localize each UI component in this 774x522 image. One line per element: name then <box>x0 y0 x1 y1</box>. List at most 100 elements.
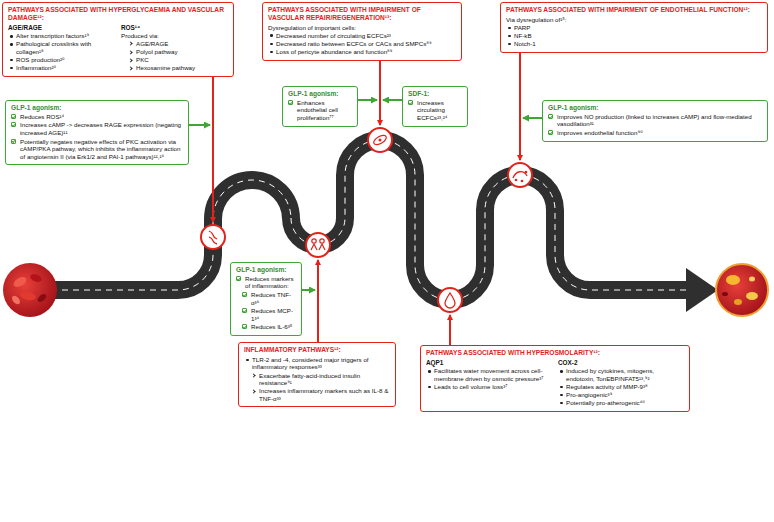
road-icons <box>201 128 532 312</box>
blood-cell <box>12 275 28 289</box>
bullet <box>428 370 431 373</box>
item-text: Reduces ROS¹⁴ <box>20 113 64 120</box>
column: AQP1Facilitates water movement across ce… <box>426 359 552 407</box>
agonism-arrow <box>523 117 542 119</box>
pathway-line <box>317 260 319 352</box>
healthy-vessel <box>3 263 57 317</box>
icon-glyph <box>311 244 325 250</box>
agonism-heading: GLP-1 agonism: <box>236 266 296 274</box>
pathway-box: PATHWAYS ASSOCIATED WITH HYPEROSMOLARITY… <box>420 345 690 412</box>
list-item: Pathological crosslinks with collagen¹⁸ <box>8 40 115 55</box>
check-box <box>236 276 241 281</box>
column-row: AQP1Facilitates water movement across ce… <box>426 359 684 407</box>
plaque <box>734 299 742 305</box>
item-text: Decreased ratio between ECFCs or CACs an… <box>276 40 432 47</box>
item-text: Notch-1 <box>514 40 536 47</box>
list-item: Inflammation²⁰ <box>8 64 115 72</box>
bullet <box>251 389 255 393</box>
sub-heading: ROS¹⁴ <box>121 24 228 32</box>
list-item: Exacerbate fatty-acid-induced insulin re… <box>244 372 390 387</box>
plaque <box>726 275 740 285</box>
list-item: Reduces markers of inflammation: <box>236 275 296 290</box>
blood-cell <box>19 291 36 302</box>
item-text: Increases circulating ECFCs²³,²⁴ <box>417 99 448 121</box>
sub-heading: COX-2 <box>558 359 684 367</box>
list-item: PARP <box>506 24 762 32</box>
plaque <box>746 292 758 300</box>
list-item: Alter transcription factors¹⁹ <box>8 32 115 40</box>
agonism-heading: GLP-1 agonism: <box>288 90 352 98</box>
bullet <box>508 43 511 46</box>
vessel-circle <box>3 263 57 317</box>
icon-glyph <box>372 133 388 146</box>
road-icon <box>508 163 532 187</box>
item-text: Reduces MCP-1³⁴ <box>251 307 293 322</box>
agonism-heading: GLP-1 agonism: <box>11 104 183 112</box>
item-text: Increases cAMP -> decreases RAGE express… <box>20 121 181 136</box>
agonism-heading: SDF-1: <box>408 90 462 98</box>
item-text: Improves endothelial function⁹⁰ <box>557 129 643 136</box>
check-box <box>11 139 16 144</box>
blood-cell <box>36 292 48 303</box>
agonism-arrow <box>358 99 377 101</box>
item-text: Increases inflammatory markers such as I… <box>259 387 388 402</box>
list-item: PKC <box>121 56 228 64</box>
bullet <box>246 359 249 362</box>
check-box <box>242 324 247 329</box>
list-item: NF-kB <box>506 32 762 40</box>
list-item: Pro-angiogenic³⁹ <box>558 391 684 399</box>
bullet <box>270 34 273 37</box>
road-icon <box>306 233 330 257</box>
item-text: Alter transcription factors¹⁹ <box>16 32 89 39</box>
item-text: Improves NO production (linked to increa… <box>557 113 752 128</box>
column: AGE/RAGEAlter transcription factors¹⁹Pat… <box>8 24 115 72</box>
bullet <box>508 35 511 38</box>
blood-cell <box>29 273 43 284</box>
icon-glyph <box>521 180 524 183</box>
box-heading: PATHWAYS ASSOCIATED WITH HYPERGLYCAEMIA … <box>8 6 228 22</box>
box-heading: PATHWAYS ASSOCIATED WITH IMPAIRMENT OF V… <box>268 6 456 22</box>
bullet <box>560 402 563 405</box>
agonism-box: GLP-1 agonism:Reduces ROS¹⁴Increases cAM… <box>5 100 189 165</box>
item-text: ROS production²⁰ <box>16 56 65 63</box>
item-text: Decreased number of circulating ECFCs²³ <box>276 32 391 39</box>
list-item: Loss of pericyte abundance and function⁸… <box>268 48 456 56</box>
check-box <box>548 130 553 135</box>
list-item: Reduces TNF-α³⁶ <box>236 291 296 306</box>
agonism-arrow <box>188 124 210 126</box>
list-item: AGE/RAGE <box>121 40 228 48</box>
item-text: Enhances endothelial cell proliferation⁷… <box>297 99 338 121</box>
icon-glyph <box>320 239 324 243</box>
bullet <box>270 51 273 54</box>
item-text: AGE/RAGE <box>136 40 168 47</box>
sub-heading: AGE/RAGE <box>8 24 115 32</box>
list-item: Polyol pathway <box>121 48 228 56</box>
body-text: Produced via: <box>121 32 228 40</box>
item-text: Hexosamine pathway <box>136 64 195 71</box>
item-text: Reduces IL-6³⁵ <box>251 323 292 330</box>
list-item: Regulates activity of MMP-9³⁸ <box>558 383 684 391</box>
list-item: Decreased number of circulating ECFCs²³ <box>268 32 456 40</box>
list-item: Increases cAMP -> decreases RAGE express… <box>11 121 183 136</box>
bullet <box>560 394 563 397</box>
check-box <box>242 292 247 297</box>
list-item: Reduces MCP-1³⁴ <box>236 307 296 322</box>
road-arrowhead <box>686 268 718 312</box>
agonism-box: GLP-1 agonism:Improves NO production (li… <box>542 100 768 142</box>
item-text: NF-kB <box>514 32 532 39</box>
list-item: Improves NO production (linked to increa… <box>548 113 762 128</box>
box-heading: PATHWAYS ASSOCIATED WITH IMPAIRMENT OF E… <box>506 6 762 14</box>
icon-glyph <box>379 139 382 142</box>
item-text: Polyol pathway <box>136 48 178 55</box>
agonism-box: GLP-1 agonism:Enhances endothelial cell … <box>282 86 358 127</box>
item-text: PKC <box>136 56 149 63</box>
bullet <box>128 66 132 70</box>
item-text: Inflammation²⁰ <box>16 64 56 71</box>
list-item: TLR-2 and -4, considered major triggers … <box>244 356 390 371</box>
item-text: TLR-2 and -4, considered major triggers … <box>252 356 369 371</box>
bullet <box>10 67 13 70</box>
road-icon <box>438 288 462 312</box>
column: COX-2Induced by cytokines, mitogens, end… <box>558 359 684 407</box>
